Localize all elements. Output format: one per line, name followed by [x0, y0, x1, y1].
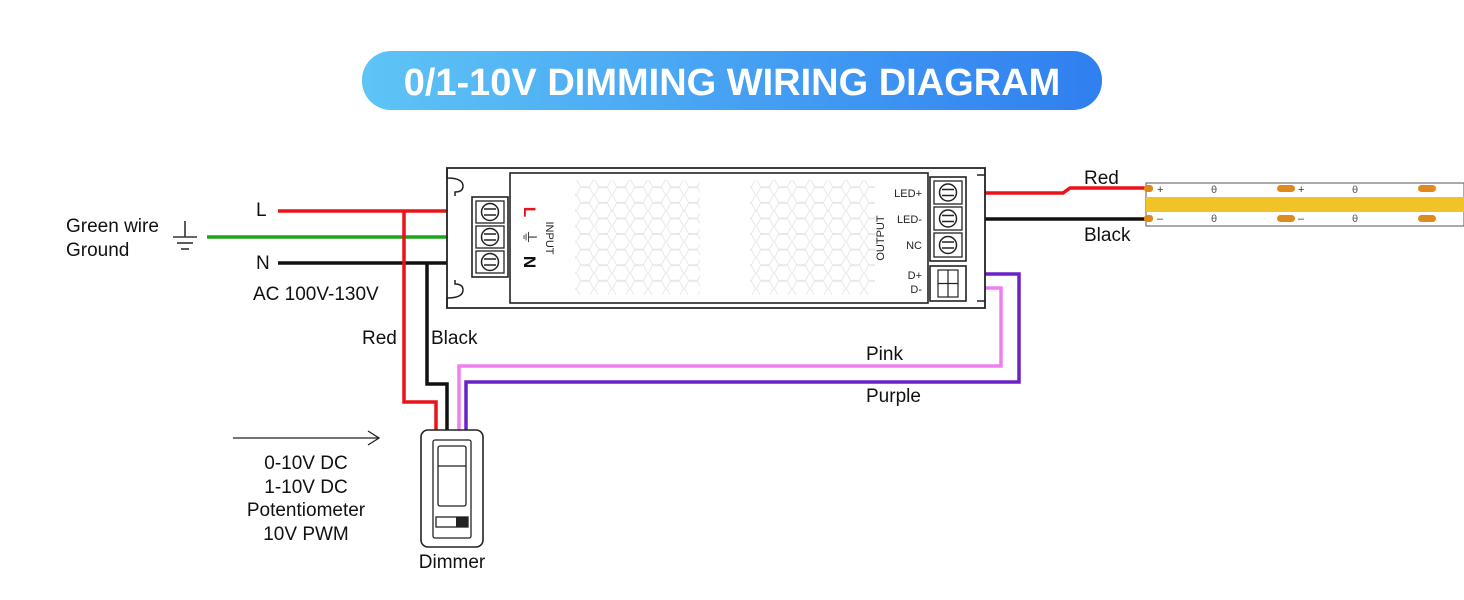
dim-label-plus: D+: [908, 270, 922, 282]
strip-resistor-mark: θ: [1211, 185, 1217, 196]
input-screw-n-icon: [475, 250, 505, 274]
strip-solder-pad: [1144, 185, 1153, 192]
strip-cob-band: [1146, 197, 1464, 212]
strip-minus-mark: –: [1157, 213, 1164, 225]
strip-solder-pad: [1277, 185, 1295, 192]
signal-type-0-10v: 0-10V DC: [264, 453, 347, 474]
vent-right: [750, 180, 875, 295]
ground-label-line2: Ground: [66, 240, 129, 261]
signal-type-potentiometer: Potentiometer: [247, 500, 366, 521]
black-dimmer-wire: [425, 263, 449, 433]
purple-wire-label: Purple: [866, 386, 921, 407]
input-mark-ground: ⏚: [520, 229, 539, 245]
strip-solder-pad: [1418, 215, 1436, 222]
live-label: L: [256, 200, 267, 221]
input-mark-n: N: [520, 256, 539, 268]
dim-terminal-block: [929, 265, 967, 302]
arrow-right-icon: [233, 430, 381, 446]
red-dimmer-wire: [402, 211, 438, 433]
output-label-led-minus: LED-: [897, 214, 922, 226]
dim-label-minus: D-: [910, 284, 922, 296]
strip-resistor-mark: θ: [1352, 185, 1358, 196]
strip-resistor-mark: θ: [1352, 214, 1358, 225]
input-screw-l-icon: [475, 200, 505, 224]
strip-red-label: Red: [1084, 168, 1119, 189]
output-label-led-plus: LED+: [894, 188, 922, 200]
output-screw-led-minus-icon: [933, 206, 963, 231]
strip-solder-pad: [1418, 185, 1436, 192]
input-mark-l: L: [520, 207, 539, 217]
diagram-title: 0/1-10V DIMMING WIRING DIAGRAM: [404, 62, 1061, 104]
title-banner: 0/1-10V DIMMING WIRING DIAGRAM: [362, 51, 1102, 110]
output-label-nc: NC: [906, 240, 922, 252]
dimmer-label: Dimmer: [419, 552, 486, 573]
strip-black-label: Black: [1084, 225, 1131, 246]
neutral-label: N: [256, 253, 270, 274]
title-pill: [362, 51, 1102, 110]
dimmer-switch: [420, 429, 484, 548]
output-red-wire: [958, 186, 1146, 195]
led-strip: + – + – θ θ θ θ: [1144, 182, 1464, 227]
strip-plus-mark: +: [1298, 184, 1304, 196]
black-wire-label: Black: [431, 328, 478, 349]
output-title: OUTPUT: [875, 215, 887, 261]
pink-wire: [457, 286, 1003, 433]
led-driver: L ⏚ N INPUT OUTPUT LED+ LED- NC D+ D-: [446, 167, 986, 309]
output-screw-led-plus-icon: [933, 180, 963, 205]
strip-solder-pad: [1144, 215, 1153, 222]
signal-type-1-10v: 1-10V DC: [264, 477, 347, 498]
strip-minus-mark: –: [1298, 213, 1305, 225]
vent-left: [575, 180, 700, 295]
dimmer-rocker: [437, 445, 467, 507]
input-screw-ground-icon: [475, 225, 505, 249]
purple-wire: [464, 272, 1021, 433]
strip-solder-pad: [1277, 215, 1295, 222]
ground-label-line1: Green wire: [66, 216, 159, 237]
signal-type-pwm: 10V PWM: [263, 524, 349, 545]
strip-plus-mark: +: [1157, 184, 1163, 196]
strip-resistor-mark: θ: [1211, 214, 1217, 225]
pink-wire-label: Pink: [866, 344, 903, 365]
output-screw-nc-icon: [933, 232, 963, 258]
input-title: INPUT: [543, 222, 555, 255]
ground-symbol-icon: [173, 221, 197, 250]
red-wire-label: Red: [362, 328, 397, 349]
voltage-label: AC 100V-130V: [253, 284, 379, 305]
